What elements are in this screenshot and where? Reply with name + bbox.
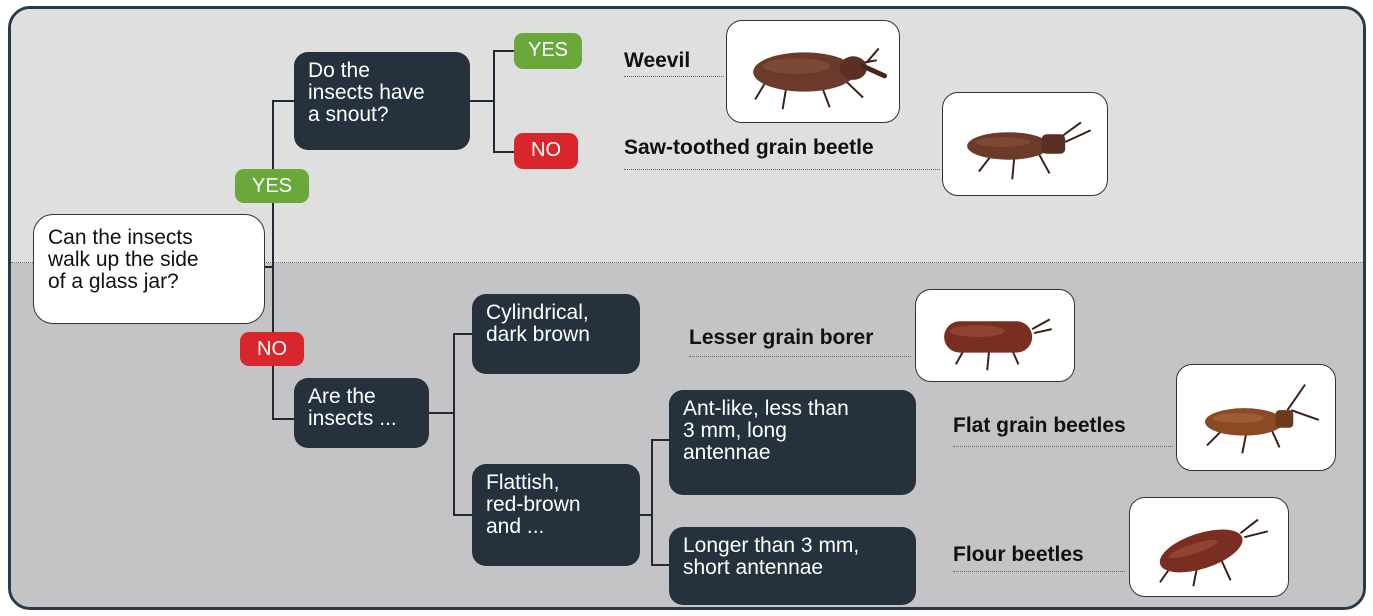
flour-photo — [1129, 497, 1289, 597]
connector-snout-no — [494, 101, 514, 152]
connector-cylindrical — [429, 334, 472, 413]
connector-snout-yes — [470, 51, 514, 101]
result-flour: Flour beetles — [953, 543, 1084, 567]
snout-no-badge: NO — [514, 133, 578, 169]
diagram-frame: Can the insects walk up the side of a gl… — [8, 6, 1366, 610]
weevil-beetle-icon — [727, 21, 899, 122]
flattish-option: Flattish, red-brown and ... — [472, 464, 640, 566]
are-insects-question: Are the insects ... — [294, 378, 429, 448]
saw-toothed-beetle-icon — [943, 93, 1107, 195]
longer-option: Longer than 3 mm, short antennae — [669, 527, 916, 605]
antlike-option: Ant-like, less than 3 mm, long antennae — [669, 390, 916, 495]
snout-question: Do the insects have a snout? — [294, 52, 470, 150]
root-no-badge: NO — [240, 332, 304, 366]
root-question: Can the insects walk up the side of a gl… — [33, 214, 265, 324]
result-saw-toothed: Saw-toothed grain beetle — [624, 136, 874, 160]
result-weevil: Weevil — [624, 49, 690, 73]
lesser-borer-photo — [915, 289, 1075, 382]
result-lesser-borer: Lesser grain borer — [689, 326, 873, 350]
flour-underline — [953, 571, 1125, 572]
snout-yes-badge: YES — [514, 33, 582, 69]
lesser-borer-beetle-icon — [916, 290, 1074, 381]
root-yes-badge: YES — [235, 169, 309, 203]
cylindrical-option: Cylindrical, dark brown — [472, 294, 640, 374]
connector-longer — [652, 515, 669, 565]
connector-antlike — [640, 440, 669, 515]
weevil-underline — [624, 76, 724, 77]
lesser-borer-underline — [689, 356, 911, 357]
flat-grain-beetle-icon — [1177, 365, 1335, 470]
result-flat-grain: Flat grain beetles — [953, 414, 1126, 438]
flat-grain-underline — [953, 446, 1173, 447]
saw-toothed-photo — [942, 92, 1108, 196]
flour-beetle-icon — [1130, 498, 1288, 596]
saw-toothed-underline — [624, 169, 940, 170]
flat-grain-photo — [1176, 364, 1336, 471]
weevil-photo — [726, 20, 900, 123]
connector-flattish — [454, 413, 472, 515]
